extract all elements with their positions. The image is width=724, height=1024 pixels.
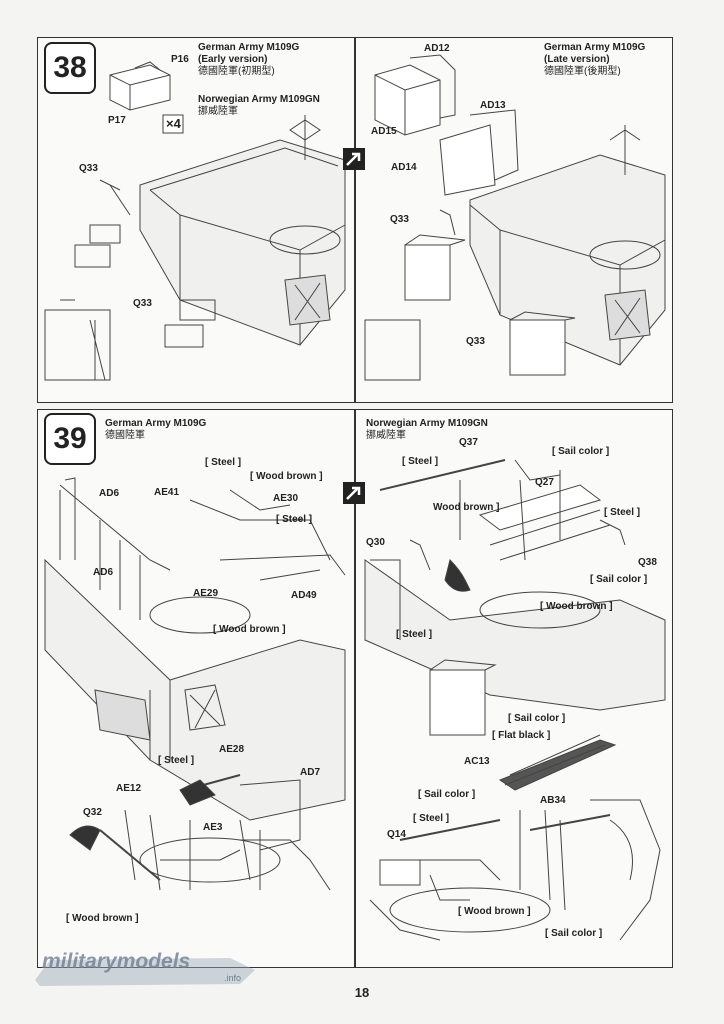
paint-label: [ Steel ]	[604, 507, 641, 518]
paint-label: [ Steel ]	[276, 514, 313, 525]
title-line: German Army M109G	[198, 42, 300, 53]
step-number: 38	[44, 42, 96, 94]
paint-label: [ Sail color ]	[552, 446, 610, 457]
title-line: (Early version)	[198, 54, 268, 65]
paint-label: [ Wood brown ]	[540, 601, 613, 612]
paint-label: [ Steel ]	[205, 457, 242, 468]
next-arrow-icon	[343, 148, 365, 170]
part-label: Q27	[535, 477, 554, 488]
part-label: AE28	[219, 744, 245, 755]
watermark-text: militarymodels	[42, 950, 191, 973]
part-label: Q38	[638, 557, 657, 568]
title-line: 德國陸軍	[105, 430, 145, 441]
paint-label: [ Steel ]	[158, 755, 195, 766]
part-label: AE41	[154, 487, 180, 498]
step39-left-title: German Army M109G 德國陸軍	[105, 418, 206, 442]
title-line: Norwegian Army M109GN	[366, 418, 488, 429]
part-label: Q33	[390, 214, 409, 225]
title-line: German Army M109G	[105, 418, 207, 429]
title-line: 挪威陸軍	[366, 430, 406, 441]
title-line: German Army M109G	[544, 42, 646, 53]
paint-label: [ Wood brown ]	[213, 624, 286, 635]
title-line: 德國陸軍(後期型)	[544, 66, 621, 77]
part-label: AD6	[99, 488, 120, 499]
watermark-suffix: .info	[224, 973, 242, 983]
part-label: AE29	[193, 588, 219, 599]
paint-label: [ Steel ]	[396, 629, 433, 640]
part-label: AC13	[464, 756, 490, 767]
part-label: AD14	[391, 162, 417, 173]
paint-label: [ Sail color ]	[508, 713, 566, 724]
paint-label: Wood brown ]	[433, 502, 500, 513]
title-line: 挪威陸軍	[198, 106, 238, 117]
part-label: Q30	[366, 537, 385, 548]
paint-label: [ Wood brown ]	[66, 913, 139, 924]
title-line: 德國陸軍(初期型)	[198, 66, 275, 77]
paint-label: [ Sail color ]	[545, 928, 603, 939]
part-label: AE3	[203, 822, 223, 833]
part-label: P17	[108, 115, 126, 126]
part-label: Q32	[83, 807, 102, 818]
part-label: AB34	[540, 795, 566, 806]
quantity-label: ×4	[166, 116, 181, 131]
step39-right-title: Norwegian Army M109GN 挪威陸軍	[366, 418, 488, 442]
part-label: Q37	[459, 437, 478, 448]
step38-left-title: German Army M109G (Early version) 德國陸軍(初…	[198, 42, 299, 78]
paint-label: [ Wood brown ]	[250, 471, 323, 482]
paint-label: [ Steel ]	[413, 813, 450, 824]
part-label: AE30	[273, 493, 299, 504]
part-label: AD49	[291, 590, 317, 601]
part-label: P16	[171, 54, 189, 65]
paint-label: [ Flat black ]	[492, 730, 551, 741]
part-label: Q33	[466, 336, 485, 347]
part-label: AD7	[300, 767, 321, 778]
part-label: Q14	[387, 829, 406, 840]
step-number: 39	[44, 413, 96, 465]
page-number: 18	[354, 985, 370, 1000]
part-label: AE12	[116, 783, 142, 794]
watermark: militarymodels .info	[30, 940, 260, 988]
paint-label: [ Steel ]	[402, 456, 439, 467]
step38-left-subtitle: Norwegian Army M109GN 挪威陸軍	[198, 94, 320, 118]
part-label: AD15	[371, 126, 397, 137]
part-label: Q33	[133, 298, 152, 309]
paint-label: [ Sail color ]	[418, 789, 476, 800]
part-label: AD12	[424, 43, 450, 54]
paint-label: [ Sail color ]	[590, 574, 648, 585]
step38-right-title: German Army M109G (Late version) 德國陸軍(後期…	[544, 42, 645, 78]
next-arrow-icon	[343, 482, 365, 504]
paint-label: [ Wood brown ]	[458, 906, 531, 917]
title-line: (Late version)	[544, 54, 610, 65]
part-label: AD13	[480, 100, 506, 111]
part-label: Q33	[79, 163, 98, 174]
title-line: Norwegian Army M109GN	[198, 94, 320, 105]
part-label: AD6	[93, 567, 114, 578]
